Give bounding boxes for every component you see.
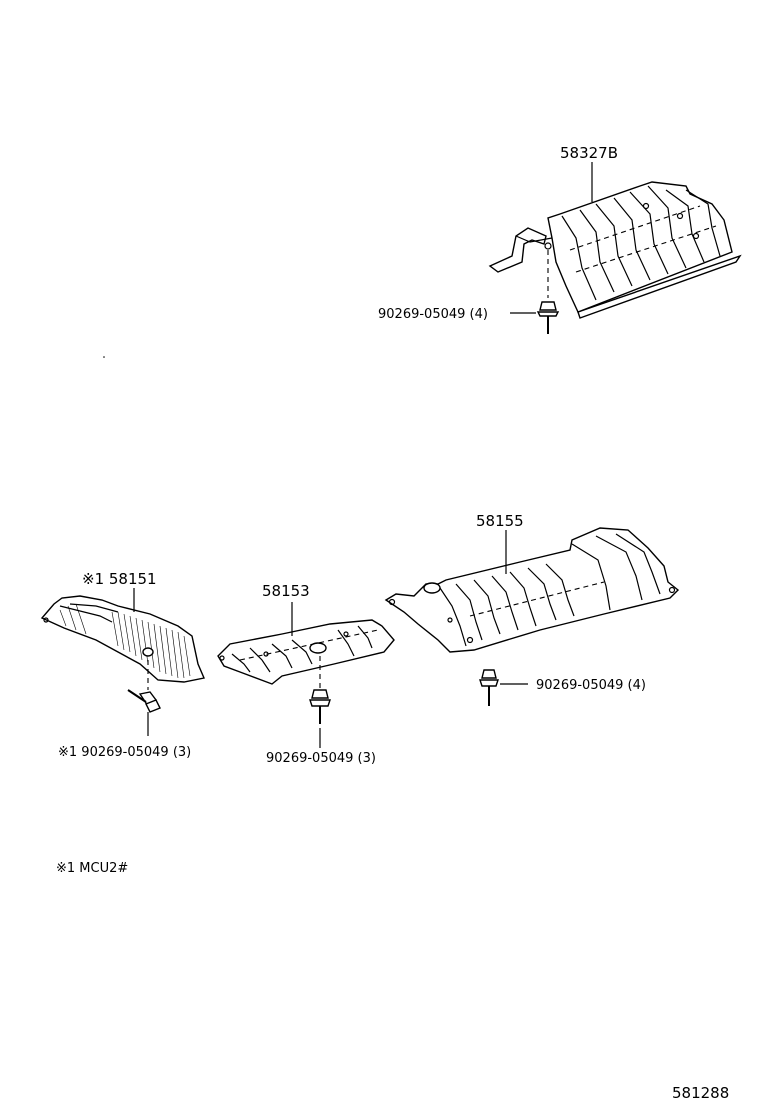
bolt-58151: ※1 90269-05049 (3) [58, 660, 191, 760]
part-number-58153: 58153 [262, 582, 310, 600]
footnote-mcu2: ※1 MCU2# [56, 861, 128, 876]
part-number-58151: ※1 58151 [82, 570, 157, 588]
bolt-58153: 90269-05049 (3) [266, 656, 376, 766]
leader-58153: 58153 [262, 582, 310, 636]
leader-58327b: 58327B [560, 144, 618, 202]
bolt-label-58153: 90269-05049 (3) [266, 751, 376, 766]
bolt-label-58151: ※1 90269-05049 (3) [58, 745, 191, 760]
part-58155-heat-insulator [384, 527, 680, 653]
leader-58151: ※1 58151 [82, 570, 157, 612]
part-58327b-heat-insulator [488, 181, 742, 319]
part-number-58327b: 58327B [560, 144, 618, 162]
bolt-label-58155: 90269-05049 (4) [536, 678, 646, 693]
part-58153-heat-insulator [217, 619, 395, 685]
bolt-58155: 90269-05049 (4) [479, 669, 646, 706]
part-number-58155: 58155 [476, 512, 524, 530]
bolt-label-58327b: 90269-05049 (4) [378, 307, 488, 322]
bolt-58327b: 90269-05049 (4) [378, 250, 560, 334]
part-58151-heat-insulator [40, 595, 205, 683]
leader-58155: 58155 [476, 512, 524, 574]
diagram-id: 581288 [672, 1084, 729, 1102]
